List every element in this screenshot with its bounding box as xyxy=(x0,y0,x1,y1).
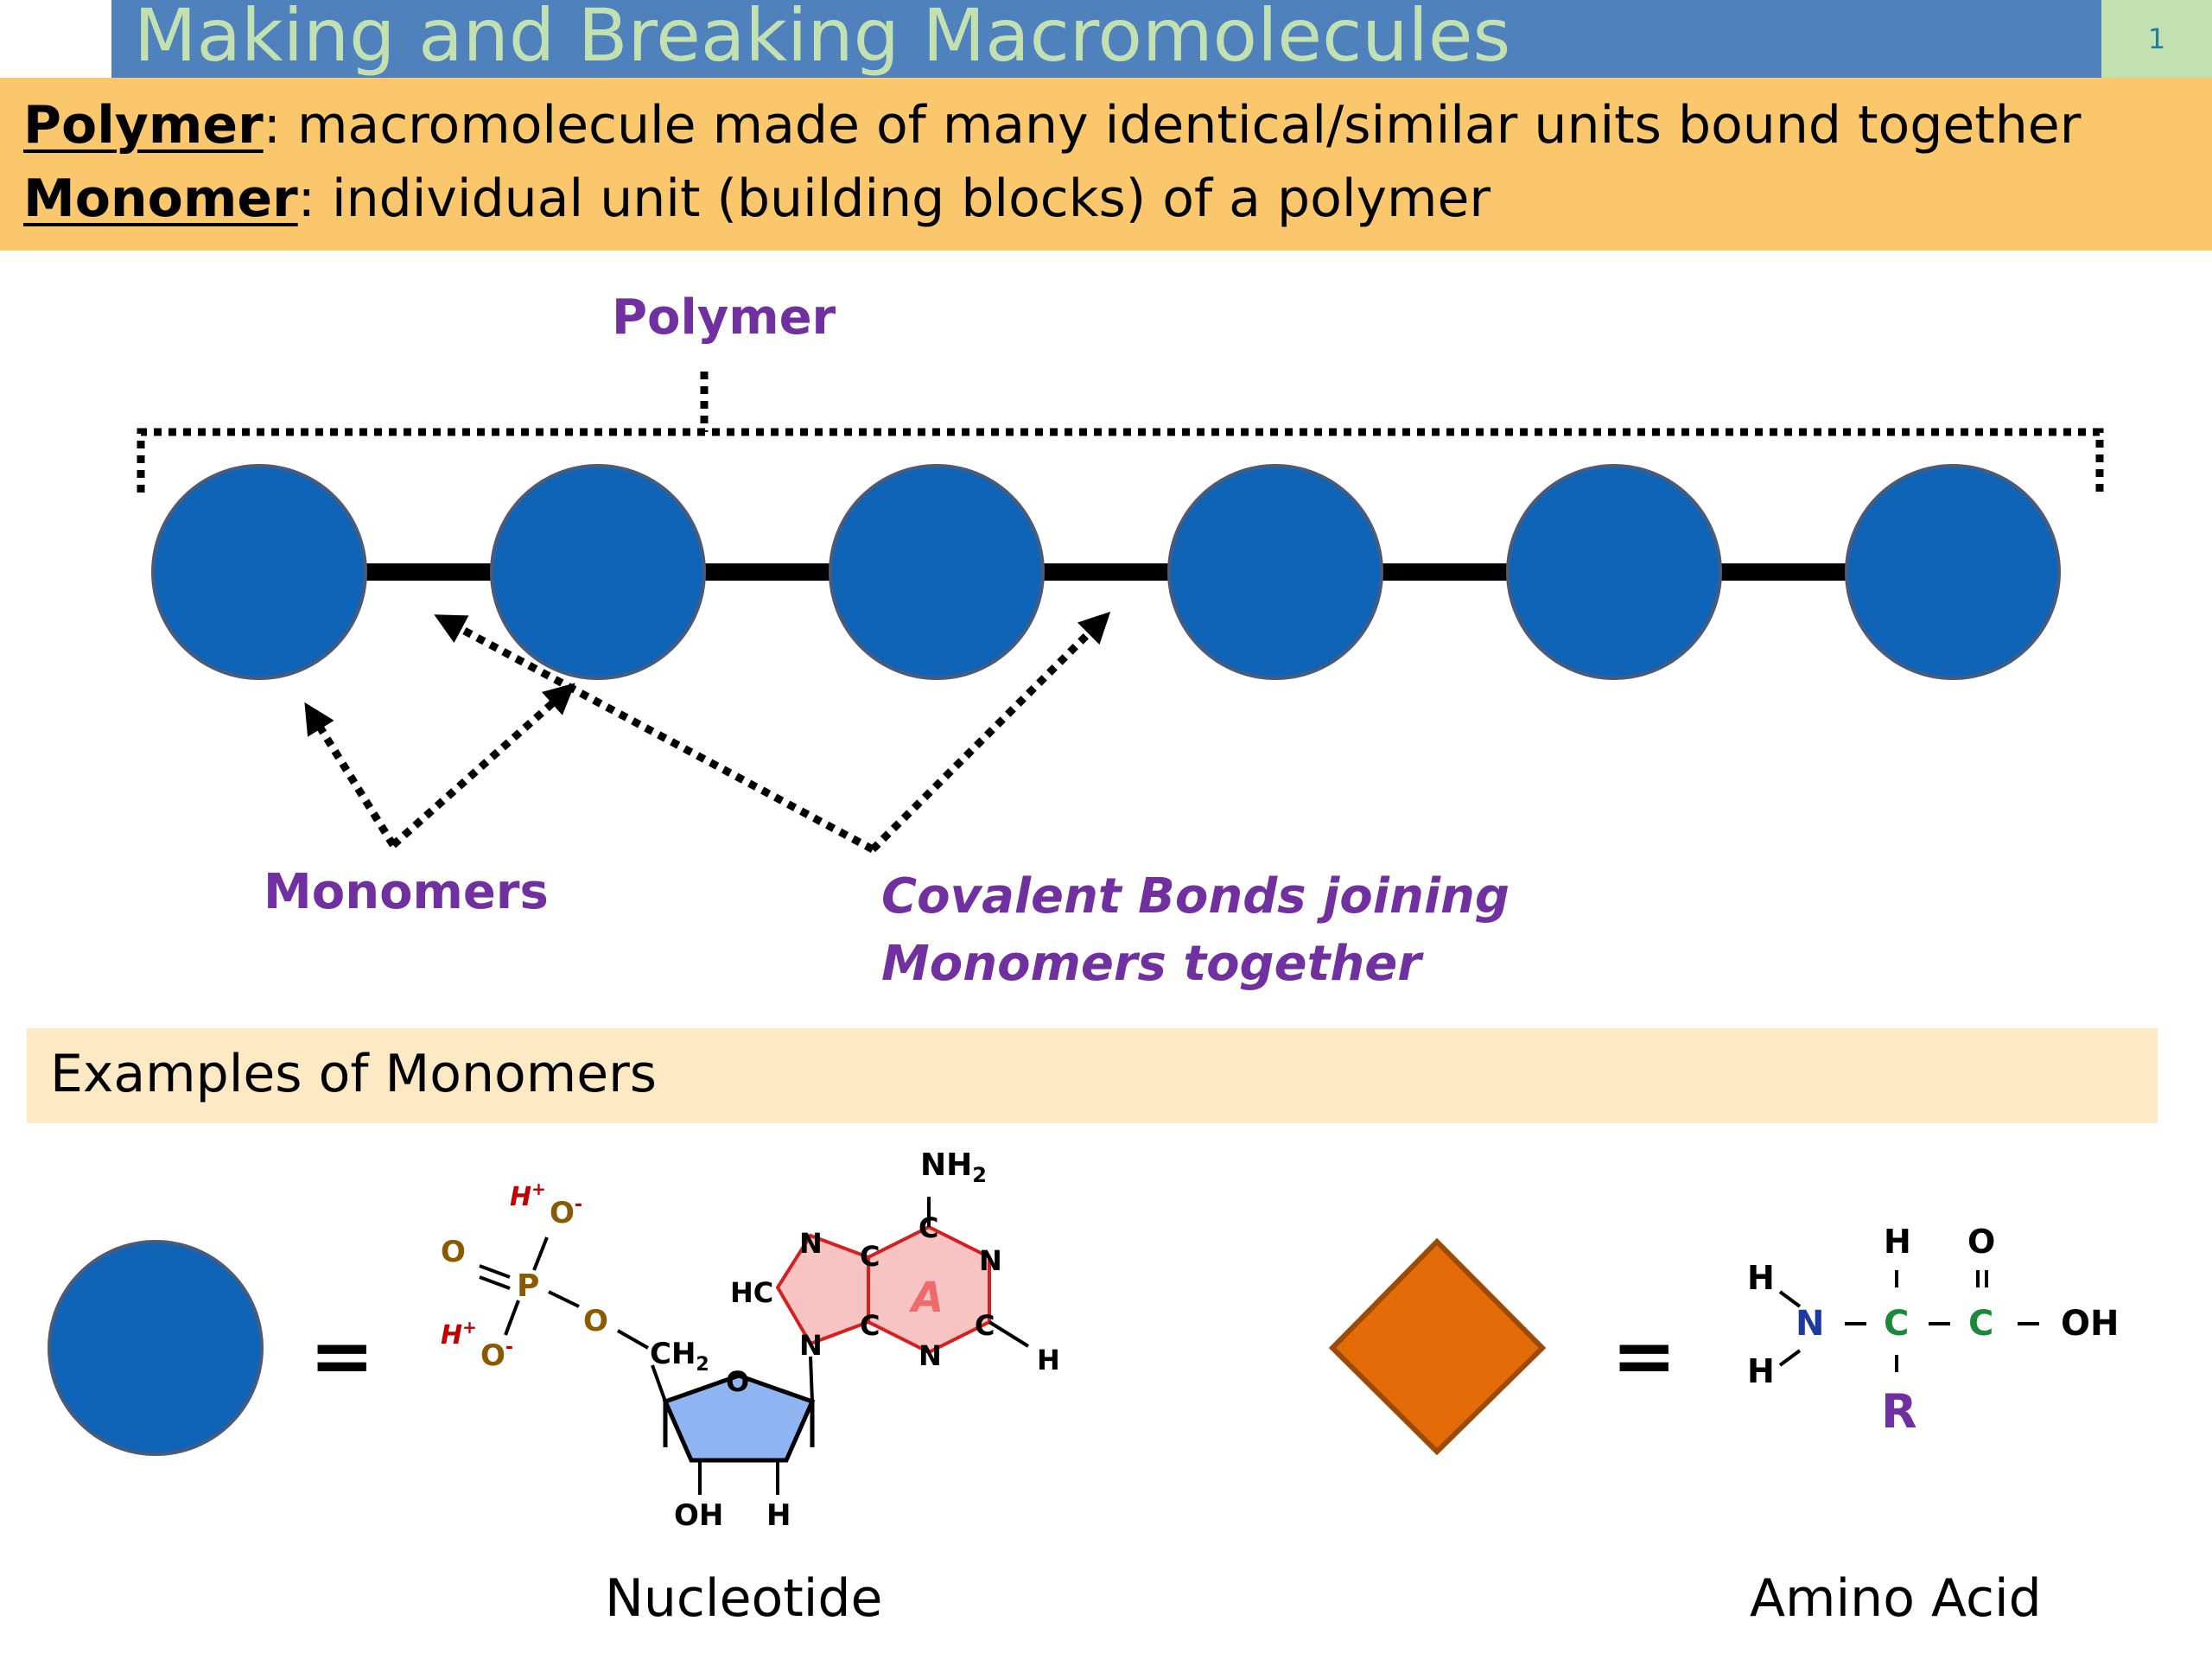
monomer-circle xyxy=(1506,464,1722,680)
nucleotide-h-plus-bottom: H+ xyxy=(441,1317,477,1351)
monomer-circle xyxy=(151,464,367,680)
amino-oh: OH xyxy=(2061,1304,2119,1344)
nucleotide-n1: N xyxy=(799,1227,823,1260)
amino-nitrogen: N xyxy=(1796,1304,1824,1344)
monomer-arrow-right xyxy=(391,683,575,849)
nucleotide-c-top: C xyxy=(918,1211,938,1244)
bond-arrow-left xyxy=(434,614,875,853)
amino-h-top: H xyxy=(1884,1223,1911,1261)
nucleotide-n-glyco: N xyxy=(799,1329,823,1362)
amino-c-carboxyl: C xyxy=(1968,1304,1993,1344)
equals-sign-amino: = xyxy=(1611,1311,1676,1402)
page-number: 1 xyxy=(2147,22,2166,55)
nucleotide-o-minus-top: O- xyxy=(550,1194,582,1230)
bonds-label-line2: Monomers together xyxy=(881,936,1421,992)
nucleotide-o-double: O xyxy=(441,1235,466,1269)
definition-term: Polymer xyxy=(23,95,264,156)
monomer-circle xyxy=(490,464,706,680)
definition-separator: : xyxy=(263,95,281,156)
amino-h-top-left: H xyxy=(1747,1259,1775,1297)
polymer-bracket xyxy=(137,428,2104,493)
ribose-ring xyxy=(662,1373,816,1463)
definition-monomer: Monomer: individual unit (building block… xyxy=(23,168,1491,229)
nucleotide-h-right: H xyxy=(1037,1344,1060,1376)
nucleotide-o-minus-bottom: O- xyxy=(480,1337,513,1373)
nucleotide-nh2: NH2 xyxy=(920,1147,987,1187)
monomers-group xyxy=(151,464,2061,680)
monomer-circle xyxy=(829,464,1045,680)
definition-separator: : xyxy=(297,168,315,229)
nucleotide-c2: C xyxy=(860,1309,880,1342)
example-amino-diamond xyxy=(1328,1237,1547,1456)
equals-sign-nucleotide: = xyxy=(309,1311,374,1402)
nucleotide-hc: HC xyxy=(730,1276,773,1309)
monomers-label: Monomers xyxy=(264,864,549,920)
polymer-label: Polymer xyxy=(612,289,836,346)
slide-title: Making and Breaking Macromolecules xyxy=(134,0,1511,78)
examples-band xyxy=(27,1028,2158,1123)
definition-term: Monomer xyxy=(23,168,298,229)
pointer-arrows xyxy=(304,611,1111,853)
amino-acid-caption: Amino Acid xyxy=(1750,1568,2042,1629)
amino-c-alpha: C xyxy=(1884,1304,1909,1344)
definition-text: macromolecule made of many identical/sim… xyxy=(280,95,2082,156)
nucleotide-h-bottom: H xyxy=(766,1498,791,1533)
nucleotide-structure: NH2 H+ O- O P O H+ O- CH2 HC N C C N C C… xyxy=(441,1147,1060,1533)
amino-o-top: O xyxy=(1967,1223,1995,1261)
definition-text: individual unit (building blocks) of a p… xyxy=(315,168,1491,229)
monomer-arrow-left xyxy=(304,702,397,848)
nucleotide-phosphorus: P xyxy=(517,1268,539,1304)
example-monomer-circle xyxy=(48,1240,264,1456)
definitions-band xyxy=(0,78,2212,251)
nucleotide-n-right: N xyxy=(979,1244,1002,1277)
nucleotide-caption: Nucleotide xyxy=(605,1568,883,1629)
title-bar xyxy=(111,0,2101,78)
adenine-five-ring xyxy=(775,1233,870,1346)
nucleotide-adenine-a: A xyxy=(908,1274,944,1322)
amino-h-bottom-left: H xyxy=(1747,1352,1775,1390)
nucleotide-h-plus-top: H+ xyxy=(510,1179,546,1212)
bonds-label-line1: Covalent Bonds joining xyxy=(881,868,1510,925)
definition-polymer: Polymer: macromolecule made of many iden… xyxy=(23,95,2081,156)
amino-acid-structure: H H N C C H O OH R xyxy=(1747,1223,2119,1439)
nucleotide-ring-o: O xyxy=(726,1365,749,1398)
nucleotide-c1: C xyxy=(860,1240,880,1273)
amino-r-group: R xyxy=(1881,1384,1917,1439)
nucleotide-oh: OH xyxy=(674,1498,723,1533)
bond-arrow-right xyxy=(869,611,1111,853)
monomer-circle xyxy=(1845,464,2061,680)
page-number-box: 1 xyxy=(2101,0,2212,78)
examples-heading: Examples of Monomers xyxy=(50,1044,658,1104)
nucleotide-c3: C xyxy=(975,1309,995,1342)
monomer-circle xyxy=(1167,464,1383,680)
nucleotide-n-bottom: N xyxy=(918,1339,942,1372)
nucleotide-o-link: O xyxy=(583,1304,608,1338)
nucleotide-ch2: CH2 xyxy=(650,1337,709,1376)
